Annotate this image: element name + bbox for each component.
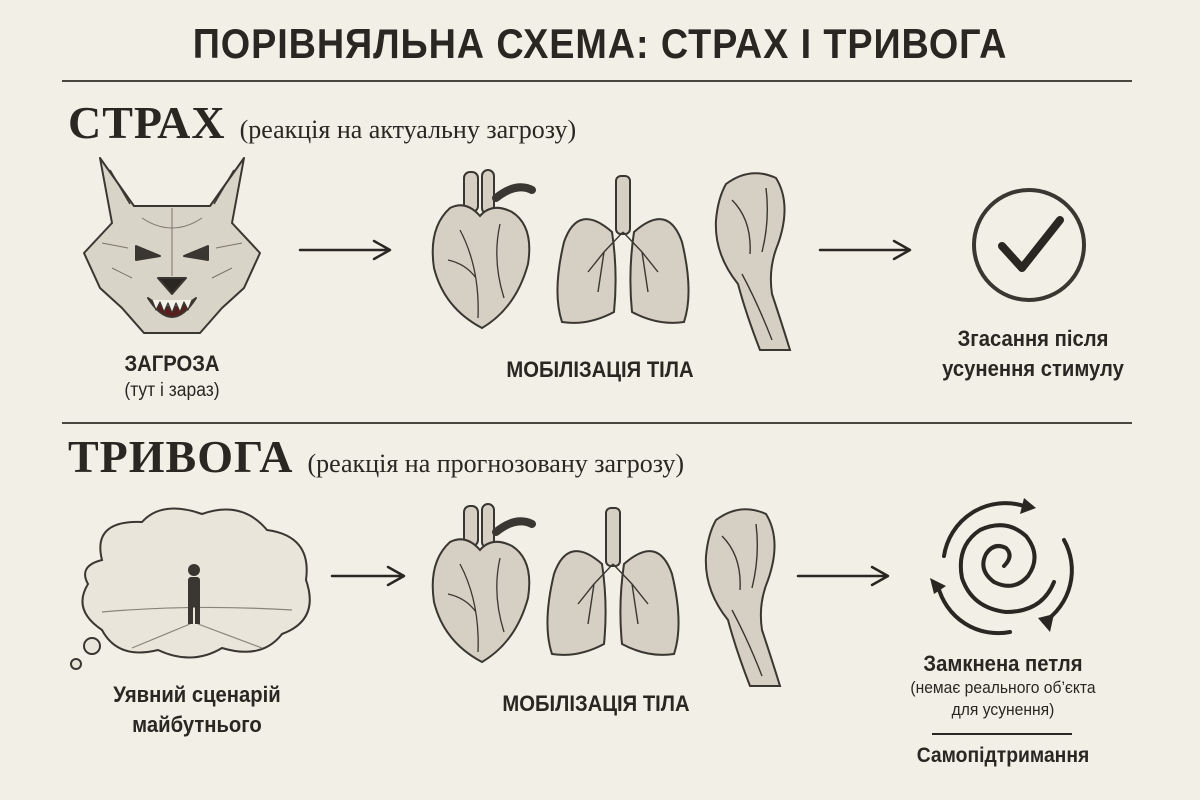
loop-footer: Самопідтримання [916,744,1090,767]
anxiety-heading-row: ТРИВОГА (реакція на прогнозовану загрозу) [68,430,684,483]
arm-muscle-icon [706,164,798,354]
arrow-icon [796,564,892,588]
scenario-line-1: Уявний сценарій [113,682,281,707]
fear-heading-row: СТРАХ (реакція на актуальну загрозу) [68,96,576,149]
loop-title: Замкнена петля [923,651,1083,676]
scenario-line-2: майбутнього [132,712,262,737]
checkmark-icon [968,184,1090,306]
arm-muscle-icon [696,500,788,690]
outcome-caption-fear: Згасання після усунення стимулу [918,324,1148,384]
loop-sub-1: (немає реального об’єкта [910,678,1096,697]
mobilization-caption-fear: МОБІЛІЗАЦІЯ ТІЛА [506,357,694,382]
outcome-line-2: усунення стимулу [942,356,1124,381]
title-divider [62,80,1132,82]
heart-icon [420,502,540,667]
arrow-icon [818,238,914,262]
fear-heading: СТРАХ [68,97,226,148]
arrow-icon [330,564,408,588]
arrow-icon [298,238,394,262]
threat-caption: ЗАГРОЗА (тут і зараз) [89,350,255,404]
wolf-icon [72,148,272,343]
fear-subtitle: (реакція на актуальну загрозу) [239,115,577,144]
heart-icon [420,168,540,333]
section-divider [62,422,1132,424]
loop-divider [932,733,1072,735]
threat-label: ЗАГРОЗА [124,351,220,376]
outcome-caption-anxiety: Замкнена петля (немає реального об’єкта … [888,650,1118,721]
loop-sub-2: для усунення) [951,700,1055,719]
page-title: ПОРІВНЯЛЬНА СХЕМА: СТРАХ І ТРИВОГА [192,20,1008,67]
scenario-caption: Уявний сценарій майбутнього [82,680,312,740]
lungs-icon [548,172,698,332]
anxiety-subtitle: (реакція на прогнозовану загрозу) [307,449,685,478]
threat-sublabel: (тут і зараз) [124,380,220,401]
thought-cloud-icon [62,500,322,680]
lungs-icon [538,504,688,664]
anxiety-heading: ТРИВОГА [68,431,294,482]
mobilization-caption-anxiety: МОБІЛІЗАЦІЯ ТІЛА [502,691,690,716]
outcome-line-1: Згасання після [957,326,1109,351]
spiral-loop-icon [914,486,1094,646]
